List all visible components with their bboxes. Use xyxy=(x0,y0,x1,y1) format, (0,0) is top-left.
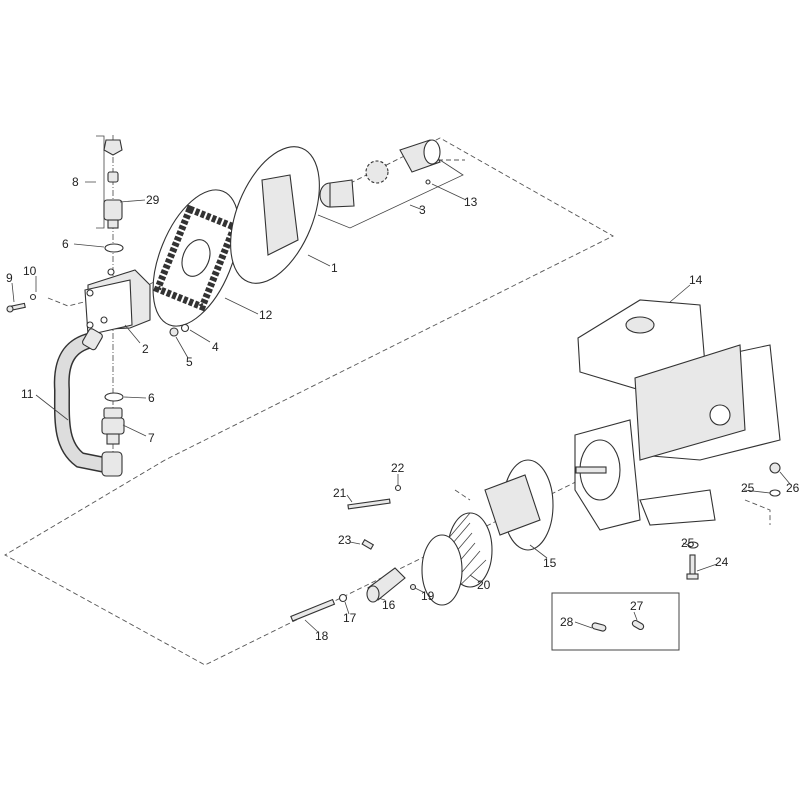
callout-14[interactable]: 14 xyxy=(689,273,703,287)
shaft-16 xyxy=(366,567,406,603)
callout-12[interactable]: 12 xyxy=(259,308,273,322)
terminal-28 xyxy=(591,622,607,632)
connector-27 xyxy=(631,619,645,631)
callout-23[interactable]: 23 xyxy=(338,533,352,547)
callout-5[interactable]: 5 xyxy=(186,355,193,369)
bolt-21 xyxy=(347,498,391,510)
washer-25-upper xyxy=(769,489,781,497)
callout-27[interactable]: 27 xyxy=(630,599,644,613)
assembly-boundary-lower xyxy=(4,459,771,666)
callout-2[interactable]: 2 xyxy=(142,342,149,356)
callout-19[interactable]: 19 xyxy=(421,589,435,603)
callout-18[interactable]: 18 xyxy=(315,629,329,643)
callout-17[interactable]: 17 xyxy=(343,611,357,625)
rod-18 xyxy=(290,598,336,622)
callout-15[interactable]: 15 xyxy=(543,556,557,570)
callout-10[interactable]: 10 xyxy=(23,264,37,278)
callout-3[interactable]: 3 xyxy=(419,203,426,217)
callout-6-upper[interactable]: 6 xyxy=(62,237,69,251)
callout-22[interactable]: 22 xyxy=(391,461,405,475)
bolt-24 xyxy=(686,554,699,580)
fan-wheel-20 xyxy=(421,512,493,606)
nut-5 xyxy=(169,327,179,337)
bolt-9 xyxy=(6,302,26,313)
callout-8[interactable]: 8 xyxy=(72,175,79,189)
callout-11[interactable]: 11 xyxy=(21,387,34,401)
fitting-7 xyxy=(101,407,125,445)
callout-29[interactable]: 29 xyxy=(146,193,160,207)
engine-14 xyxy=(574,299,781,531)
callout-13[interactable]: 13 xyxy=(464,195,478,209)
callout-6-lower[interactable]: 6 xyxy=(148,391,155,405)
kit-box xyxy=(551,592,680,651)
callout-9[interactable]: 9 xyxy=(6,271,13,285)
nut-26 xyxy=(769,462,781,474)
washer-10 xyxy=(29,293,37,301)
callout-28[interactable]: 28 xyxy=(560,615,574,629)
washer-4 xyxy=(180,323,190,333)
callout-4[interactable]: 4 xyxy=(212,340,219,354)
coupling-3 xyxy=(319,139,441,208)
o-ring-6-lower xyxy=(104,392,124,402)
callout-20[interactable]: 20 xyxy=(477,578,491,592)
washer-22 xyxy=(394,484,402,492)
ball-19 xyxy=(409,583,417,591)
callout-21[interactable]: 21 xyxy=(333,486,347,500)
callout-25-lower[interactable]: 25 xyxy=(681,536,695,550)
adapter-housing-15 xyxy=(484,459,554,551)
fitting-stack-8 xyxy=(103,135,123,460)
callout-7[interactable]: 7 xyxy=(148,431,155,445)
callout-1[interactable]: 1 xyxy=(331,261,338,275)
callout-26[interactable]: 26 xyxy=(786,481,800,495)
callout-25-upper[interactable]: 25 xyxy=(741,481,755,495)
hydraulic-pump-2 xyxy=(84,268,151,336)
key-23 xyxy=(361,539,375,550)
screen-plate-12 xyxy=(152,189,240,327)
washer-17 xyxy=(338,593,348,603)
mounting-flange-1 xyxy=(230,146,320,284)
set-screw-13 xyxy=(425,179,431,185)
callout-16[interactable]: 16 xyxy=(382,598,396,612)
callout-24[interactable]: 24 xyxy=(715,555,729,569)
o-ring-6-upper xyxy=(104,243,124,253)
